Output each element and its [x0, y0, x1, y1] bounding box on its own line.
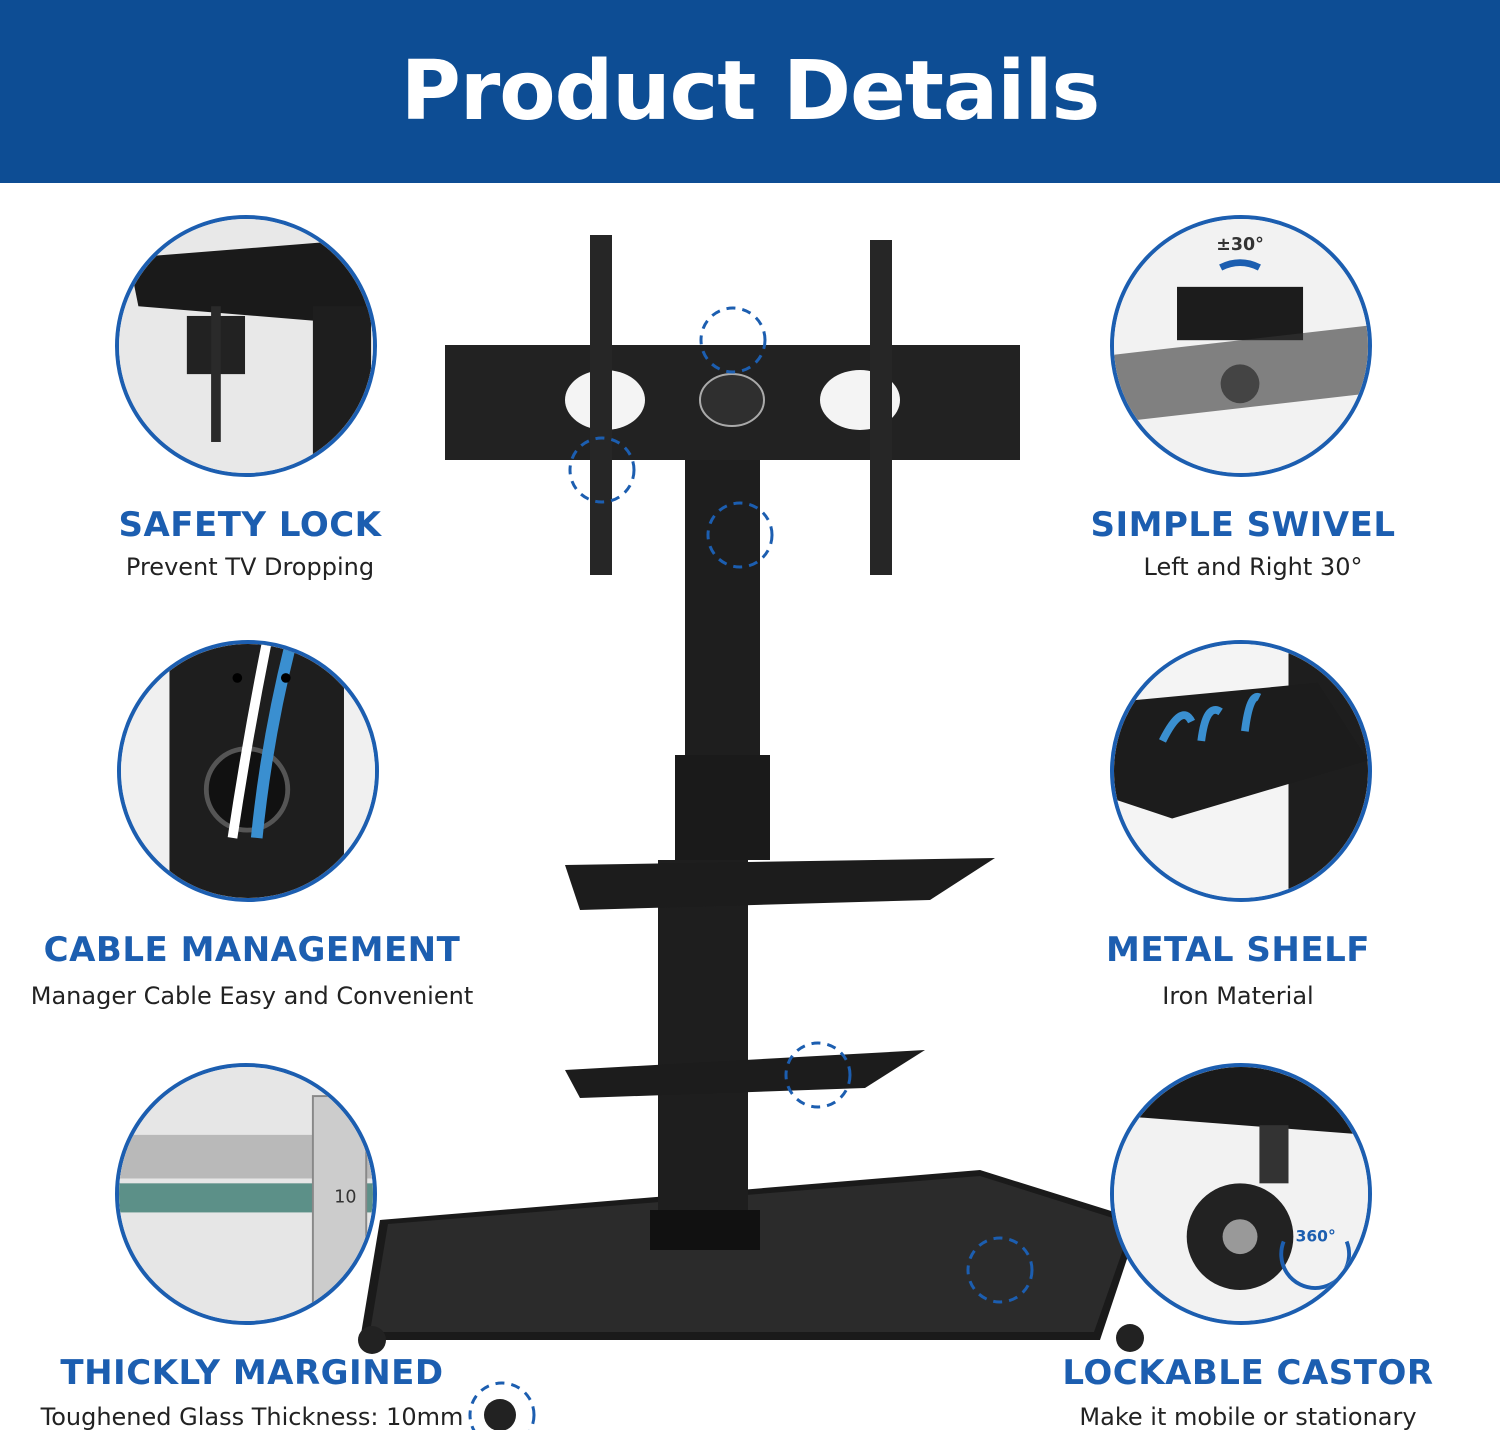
feature-subtitle-simple-swivel: Left and Right 30°: [1143, 553, 1363, 581]
page-title: Product Details: [400, 44, 1101, 139]
glass-thickness-photo: 10: [115, 1063, 377, 1325]
safety-lock-photo: [115, 215, 377, 477]
feature-subtitle-metal-shelf: Iron Material: [1162, 982, 1314, 1010]
feature-title-simple-swivel: SIMPLE SWIVEL: [1090, 505, 1396, 545]
feature-subtitle-lockable-castor: Make it mobile or stationary: [1079, 1403, 1417, 1431]
feature-title-safety-lock: SAFETY LOCK: [118, 505, 382, 545]
simple-swivel-photo: ±30°: [1110, 215, 1372, 477]
feature-title-thickly-margined: THICKLY MARGINED: [60, 1353, 444, 1393]
feature-subtitle-cable-management: Manager Cable Easy and Convenient: [30, 982, 474, 1010]
cable-management-photo: [117, 640, 379, 902]
feature-subtitle-safety-lock: Prevent TV Dropping: [125, 553, 375, 581]
feature-subtitle-thickly-margined: Toughened Glass Thickness: 10mm: [40, 1403, 464, 1431]
feature-title-lockable-castor: LOCKABLE CASTOR: [1062, 1353, 1434, 1393]
swivel-angle-label: ±30°: [1216, 235, 1264, 255]
header-banner: Product Details: [0, 0, 1500, 183]
feature-title-cable-management: CABLE MANAGEMENT: [43, 930, 461, 970]
metal-shelf-photo: [1110, 640, 1372, 902]
tv-stand-illustration: [340, 220, 1160, 1436]
lockable-castor-photo: 360°: [1110, 1063, 1372, 1325]
caliper-reading: 10: [334, 1188, 356, 1208]
rotate-360-icon: [1279, 1240, 1352, 1290]
feature-title-metal-shelf: METAL SHELF: [1106, 930, 1370, 970]
castor-badge-label: 360°: [1296, 1228, 1336, 1246]
swivel-arrow-icon: [1219, 259, 1261, 271]
